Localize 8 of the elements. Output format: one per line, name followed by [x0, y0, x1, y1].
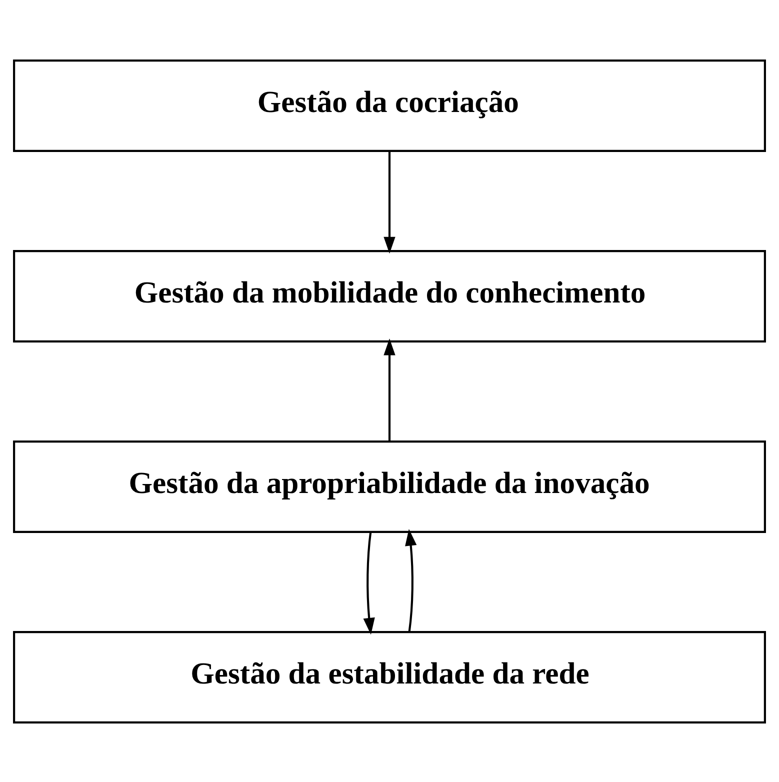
arrow [405, 528, 417, 632]
node-box: Gestão da estabilidade da rede [13, 630, 766, 723]
node-box: Gestão da mobilidade do conhecimento [13, 250, 766, 342]
node-box: Gestão da apropriabilidade da inovação [13, 440, 766, 532]
arrow [363, 532, 375, 634]
arrow [384, 338, 396, 440]
node-box: Gestão da cocriação [13, 59, 766, 152]
arrow [384, 150, 396, 254]
